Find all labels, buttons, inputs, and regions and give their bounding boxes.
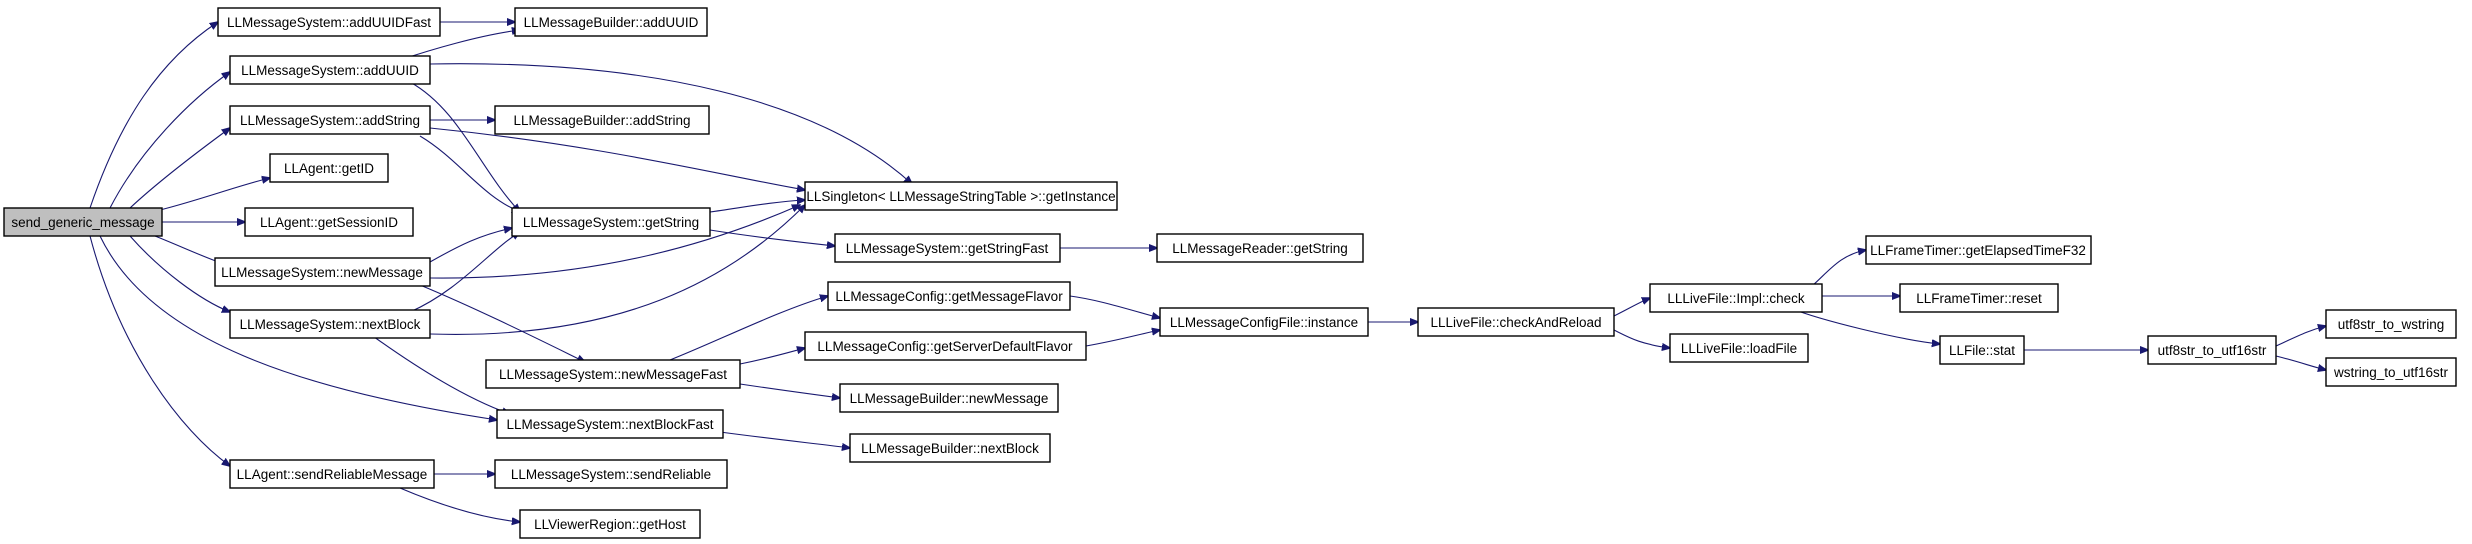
node-sendReliable[interactable]: LLMessageSystem::sendReliable (494, 459, 728, 489)
edge (2275, 355, 2326, 370)
node-configFile-instance[interactable]: LLMessageConfigFile::instance (1159, 307, 1369, 337)
node-builder-addUUID[interactable]: LLMessageBuilder::addUUID (514, 7, 708, 37)
edge (109, 72, 230, 209)
edge (99, 235, 497, 420)
edge (419, 135, 520, 212)
edge (399, 487, 520, 522)
node-liveFile-impl-check[interactable]: LLLiveFile::Impl::check (1649, 283, 1823, 313)
node-addString[interactable]: LLMessageSystem::addString (229, 105, 431, 135)
edge (2275, 326, 2326, 347)
node-send-generic-message[interactable]: send_generic_message (3, 207, 163, 237)
node-nextBlockFast[interactable]: LLMessageSystem::nextBlockFast (496, 409, 724, 439)
edge (409, 232, 520, 313)
node-nextBlock[interactable]: LLMessageSystem::nextBlock (229, 309, 431, 339)
node-getString[interactable]: LLMessageSystem::getString (511, 207, 711, 237)
edge (429, 228, 512, 263)
edges (89, 22, 2326, 522)
edge (129, 235, 230, 312)
edge (1613, 329, 1670, 348)
edge (1085, 330, 1160, 347)
edge (89, 22, 218, 209)
node-builder-nextBlock[interactable]: LLMessageBuilder::nextBlock (849, 433, 1051, 463)
edge (419, 284, 585, 362)
edge (719, 431, 850, 448)
node-liveFile-checkAndReload[interactable]: LLLiveFile::checkAndReload (1417, 307, 1615, 337)
edge (739, 348, 805, 365)
edge (669, 296, 828, 361)
edge (1811, 250, 1866, 287)
edge (709, 200, 805, 213)
node-frameTimer-reset[interactable]: LLFrameTimer::reset (1899, 283, 2059, 313)
edge (429, 205, 800, 279)
node-agent-getID[interactable]: LLAgent::getID (269, 153, 389, 183)
node-newMessageFast[interactable]: LLMessageSystem::newMessageFast (485, 359, 741, 389)
node-reader-getString[interactable]: LLMessageReader::getString (1156, 233, 1364, 263)
edge (1613, 298, 1650, 317)
node-wstring-to-utf16str[interactable]: wstring_to_utf16str (2325, 357, 2457, 387)
edge (739, 383, 840, 398)
node-liveFile-loadFile[interactable]: LLLiveFile::loadFile (1669, 333, 1809, 363)
node-sendReliableMessage[interactable]: LLAgent::sendReliableMessage (229, 459, 435, 489)
edge (429, 205, 805, 335)
node-frameTimer-getElapsedTimeF32[interactable]: LLFrameTimer::getElapsedTimeF32 (1865, 235, 2092, 265)
node-utf8str-to-wstring[interactable]: utf8str_to_wstring (2325, 309, 2457, 339)
edge (1069, 295, 1160, 318)
edge (159, 178, 270, 211)
node-addUUID[interactable]: LLMessageSystem::addUUID (229, 55, 431, 85)
node-agent-getSessionID[interactable]: LLAgent::getSessionID (244, 207, 414, 237)
edge (429, 127, 805, 190)
node-config-getMessageFlavor[interactable]: LLMessageConfig::getMessageFlavor (827, 281, 1071, 311)
edge (1789, 307, 1940, 344)
edge (369, 333, 510, 414)
node-builder-addString[interactable]: LLMessageBuilder::addString (494, 105, 710, 135)
node-getStringFast[interactable]: LLMessageSystem::getStringFast (834, 233, 1061, 263)
edge (429, 63, 912, 184)
node-addUUIDFast[interactable]: LLMessageSystem::addUUIDFast (217, 7, 441, 37)
edge (709, 229, 835, 246)
edge (129, 128, 230, 209)
edge (89, 235, 230, 466)
nodes: send_generic_message LLMessageSystem::ad… (3, 7, 2457, 539)
node-builder-newMessage[interactable]: LLMessageBuilder::newMessage (839, 383, 1059, 413)
node-viewerRegion-getHost[interactable]: LLViewerRegion::getHost (519, 509, 701, 539)
edge (409, 81, 520, 212)
node-utf8str-to-utf16str[interactable]: utf8str_to_utf16str (2147, 335, 2277, 365)
node-file-stat[interactable]: LLFile::stat (1939, 335, 2025, 365)
node-singleton-getInstance[interactable]: LLSingleton< LLMessageStringTable >::get… (804, 181, 1118, 211)
node-config-getServerDefaultFlavor[interactable]: LLMessageConfig::getServerDefaultFlavor (804, 331, 1087, 361)
node-newMessage[interactable]: LLMessageSystem::newMessage (214, 257, 431, 287)
